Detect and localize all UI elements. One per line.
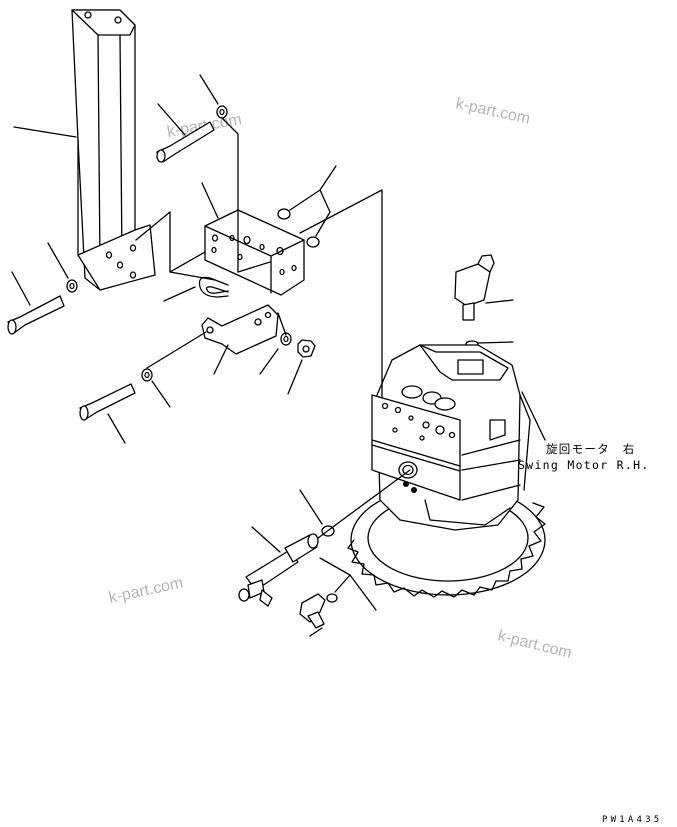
- watermark-lower-right: k-part.com: [496, 627, 573, 662]
- motor-label-japanese: 旋回モータ 右: [546, 442, 636, 456]
- washer-icon: [141, 368, 153, 382]
- bolt-icon: [7, 295, 65, 335]
- leader-lines: [11, 74, 546, 637]
- bolt-icon: [156, 121, 215, 163]
- motor-label-english: Swing Motor R.H.: [518, 458, 650, 472]
- clamp-icon: [201, 304, 279, 355]
- bolt-icon: [79, 383, 136, 421]
- swing-motor-icon: [347, 344, 546, 598]
- watermark-top: k-part.com: [454, 95, 531, 127]
- elbow-icon: [454, 254, 495, 348]
- u-bolt-icon: [198, 276, 229, 298]
- washer-icon: [216, 105, 228, 119]
- connector-icon: [238, 525, 335, 607]
- nut-icon: [297, 339, 316, 358]
- drawing-code: PW1A435: [602, 815, 662, 825]
- stay-bracket-icon: [71, 9, 156, 291]
- watermark-lower-left: k-part.com: [107, 575, 184, 607]
- washer-icon: [280, 332, 292, 346]
- elbow-icon: [299, 593, 338, 629]
- o-ring-icon: [277, 208, 320, 248]
- washer-icon: [66, 279, 78, 293]
